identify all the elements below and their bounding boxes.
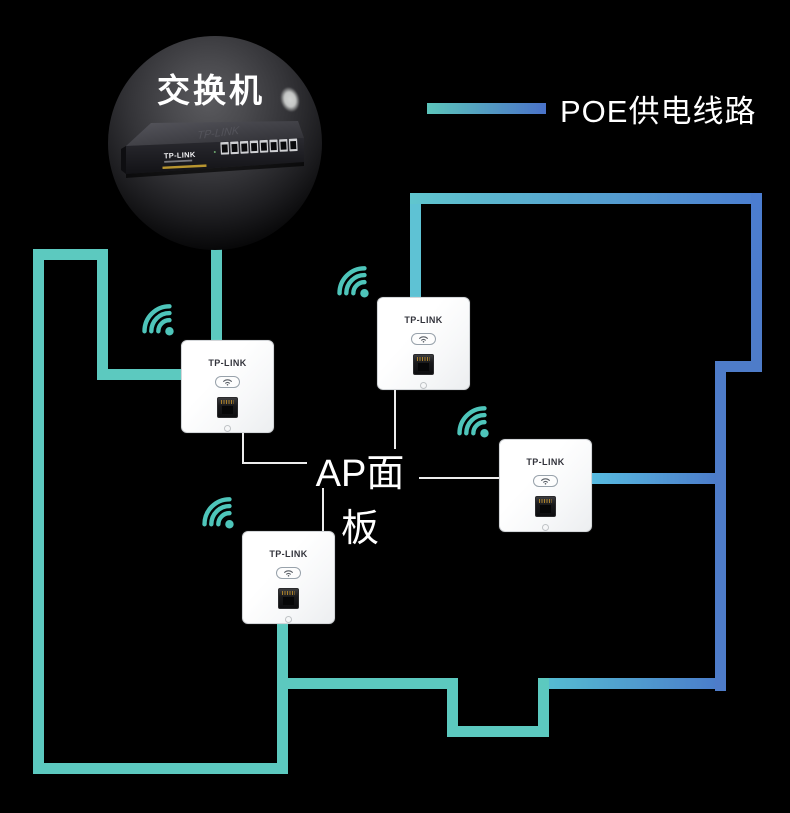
legend-poe-line-sample [427, 103, 546, 114]
switch-label: 交换机 [157, 72, 265, 109]
poe-line-right-wall-upper [751, 193, 762, 372]
ap-panel-brand: TP-LINK [269, 549, 308, 559]
poe-line-step-run [447, 726, 549, 737]
wifi-glyph-icon [284, 570, 293, 577]
ap-panel-left: TP-LINK [181, 340, 274, 433]
panel-screw-dot [224, 425, 231, 432]
wifi-signal-icon [457, 406, 489, 438]
switch-top-embossed-brand: TP-LINK [196, 125, 241, 142]
poe-line-step-down [447, 678, 458, 737]
switch-base-shadow [126, 162, 304, 178]
ap-panel-top: TP-LINK [377, 297, 470, 390]
wifi-signal-icon [202, 497, 234, 529]
wifi-button [215, 376, 240, 388]
switch-model-text-bar [164, 159, 193, 163]
switch-marking-bar [162, 164, 207, 169]
callout-line-right [419, 477, 499, 479]
callout-line-top [394, 389, 396, 449]
callout-line-bottom [322, 488, 324, 532]
poe-line-upper-left-run [33, 249, 108, 260]
switch-led [213, 151, 216, 154]
ap-panel-callout-label: AP面板 [315, 453, 405, 550]
wifi-signal-icon [142, 304, 174, 336]
ap-panel-brand: TP-LINK [526, 457, 565, 467]
wifi-signal-icon [337, 266, 369, 298]
ap-panel-bottom: TP-LINK [242, 531, 335, 624]
switch-left-cap [121, 146, 126, 174]
wifi-glyph-icon [419, 336, 428, 343]
poe-line-top-panel-drop [410, 193, 421, 300]
poe-line-left-riser [97, 249, 108, 380]
panel-screw-dot [542, 524, 549, 531]
switch-front-brand: TP-LINK [164, 150, 196, 161]
legend-label: POE供电线路 [560, 94, 757, 129]
ap-panel-brand: TP-LINK [404, 315, 443, 325]
wifi-button [411, 333, 436, 345]
ethernet-port [278, 587, 299, 610]
poe-line-left-wall [33, 249, 44, 774]
wifi-glyph-icon [223, 379, 232, 386]
callout-line-left-horizontal [242, 462, 307, 464]
wifi-button [276, 567, 301, 579]
ethernet-port [413, 353, 434, 376]
poe-line-bottom-panel-riser [277, 618, 288, 774]
wifi-glyph-icon [541, 478, 550, 485]
poe-line-top-run [410, 193, 762, 204]
ap-panel-brand: TP-LINK [208, 358, 247, 368]
poe-line-right-panel-feed [592, 473, 716, 484]
poe-line-left-panel-feed [98, 369, 185, 380]
panel-screw-dot [285, 616, 292, 623]
switch-top-face [126, 121, 304, 146]
ethernet-port [217, 396, 238, 419]
ap-panel-right: TP-LINK [499, 439, 592, 532]
callout-line-left-vertical [242, 432, 244, 464]
poe-line-bottom-right-run [549, 678, 726, 689]
panel-screw-dot [420, 382, 427, 389]
poe-line-right-jog [715, 361, 762, 372]
switch-port-row [220, 138, 298, 155]
ethernet-port [535, 495, 556, 518]
wifi-button [533, 475, 558, 487]
poe-line-right-wall-lower [715, 361, 726, 691]
poe-line-bottom-wall [33, 763, 288, 774]
poe-switch-device: TP-LINK TP-LINK [121, 121, 304, 178]
poe-line-switch-drop [211, 236, 222, 346]
poe-line-step-up [538, 678, 549, 737]
poe-line-bottom-branch [277, 678, 458, 689]
